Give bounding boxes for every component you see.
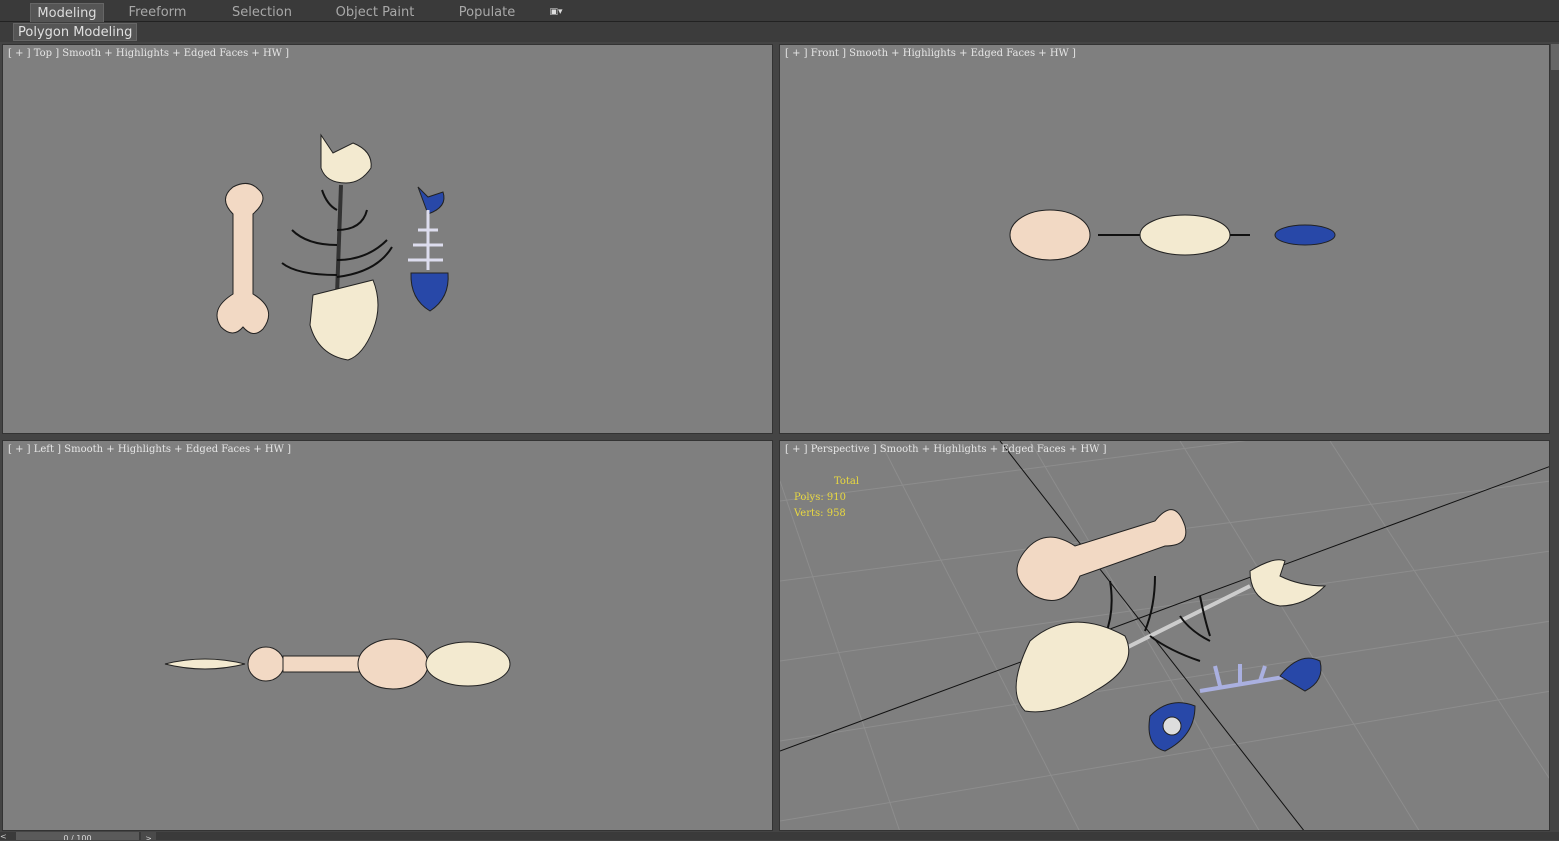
statistics-overlay: Total Polys: 910 Verts: 958 <box>794 474 859 522</box>
timeline: < 0 / 100 > <box>0 832 1559 841</box>
fish-head-model <box>1249 559 1327 607</box>
bone-model <box>1009 209 1091 261</box>
fish-tail-model <box>309 279 379 361</box>
viewport-left[interactable]: [ + ] Left ] Smooth + Highlights + Edged… <box>2 440 773 831</box>
bone-end <box>357 638 429 690</box>
ribbon-panel: Polygon Modeling <box>0 22 1559 42</box>
bone-model <box>216 183 270 334</box>
viewport-label-top[interactable]: [ + ] Top ] Smooth + Highlights + Edged … <box>8 48 290 59</box>
tab-object-paint[interactable]: Object Paint <box>335 5 415 20</box>
polygon-modeling-button[interactable]: Polygon Modeling <box>13 23 138 41</box>
scrollbar[interactable] <box>1551 44 1559 70</box>
stats-verts: Verts: 958 <box>794 508 846 519</box>
viewport-perspective[interactable]: [ + ] Perspective ] Smooth + Highlights … <box>779 440 1550 831</box>
blue-fish-tail <box>410 272 449 312</box>
viewport-label-left[interactable]: [ + ] Left ] Smooth + Highlights + Edged… <box>8 444 291 455</box>
blue-fish-head <box>1279 657 1322 692</box>
dropdown-toggle-icon[interactable]: ▣▾ <box>549 7 563 17</box>
timeline-prev-button[interactable]: < <box>0 832 7 841</box>
tab-modeling[interactable]: Modeling <box>30 3 104 22</box>
viewport-label-front[interactable]: [ + ] Front ] Smooth + Highlights + Edge… <box>785 48 1076 59</box>
fish-head-model <box>425 641 511 687</box>
fish-model <box>1139 214 1231 256</box>
top-scene <box>216 133 449 361</box>
timeline-next-button[interactable]: > <box>141 832 156 840</box>
blue-fish-spine <box>1199 664 1291 693</box>
tab-populate[interactable]: Populate <box>458 5 516 20</box>
ribbon-tab-bar: Modeling Freeform Selection Object Paint… <box>0 0 1559 22</box>
stats-title: Total <box>834 476 860 487</box>
fish-tail-model <box>1015 621 1130 713</box>
timeline-slider[interactable]: 0 / 100 <box>16 832 139 840</box>
bone-shaft <box>282 655 364 673</box>
left-scene <box>164 638 511 690</box>
fish-tail-model <box>164 658 246 670</box>
grid <box>780 441 1549 830</box>
fish-spine <box>1119 584 1251 653</box>
viewport-front[interactable]: [ + ] Front ] Smooth + Highlights + Edge… <box>779 44 1550 434</box>
fish-ribs <box>281 189 393 278</box>
fish-head-model <box>320 133 372 184</box>
front-scene <box>1009 209 1336 261</box>
axis-line <box>780 466 1549 752</box>
stats-polys: Polys: 910 <box>794 492 846 503</box>
bone-end <box>247 646 285 682</box>
blue-fish-model <box>1274 224 1336 246</box>
tab-selection[interactable]: Selection <box>232 5 292 20</box>
perspective-scene <box>780 441 1549 830</box>
blue-fish-head <box>417 186 445 215</box>
fish-spine <box>335 184 343 296</box>
blue-fish-spine <box>408 210 443 270</box>
bone-model <box>1016 509 1187 601</box>
viewport-top[interactable]: [ + ] Top ] Smooth + Highlights + Edged … <box>2 44 773 434</box>
viewport-label-perspective[interactable]: [ + ] Perspective ] Smooth + Highlights … <box>785 444 1107 455</box>
tab-freeform[interactable]: Freeform <box>128 5 187 20</box>
fish-ribs <box>1104 575 1211 662</box>
